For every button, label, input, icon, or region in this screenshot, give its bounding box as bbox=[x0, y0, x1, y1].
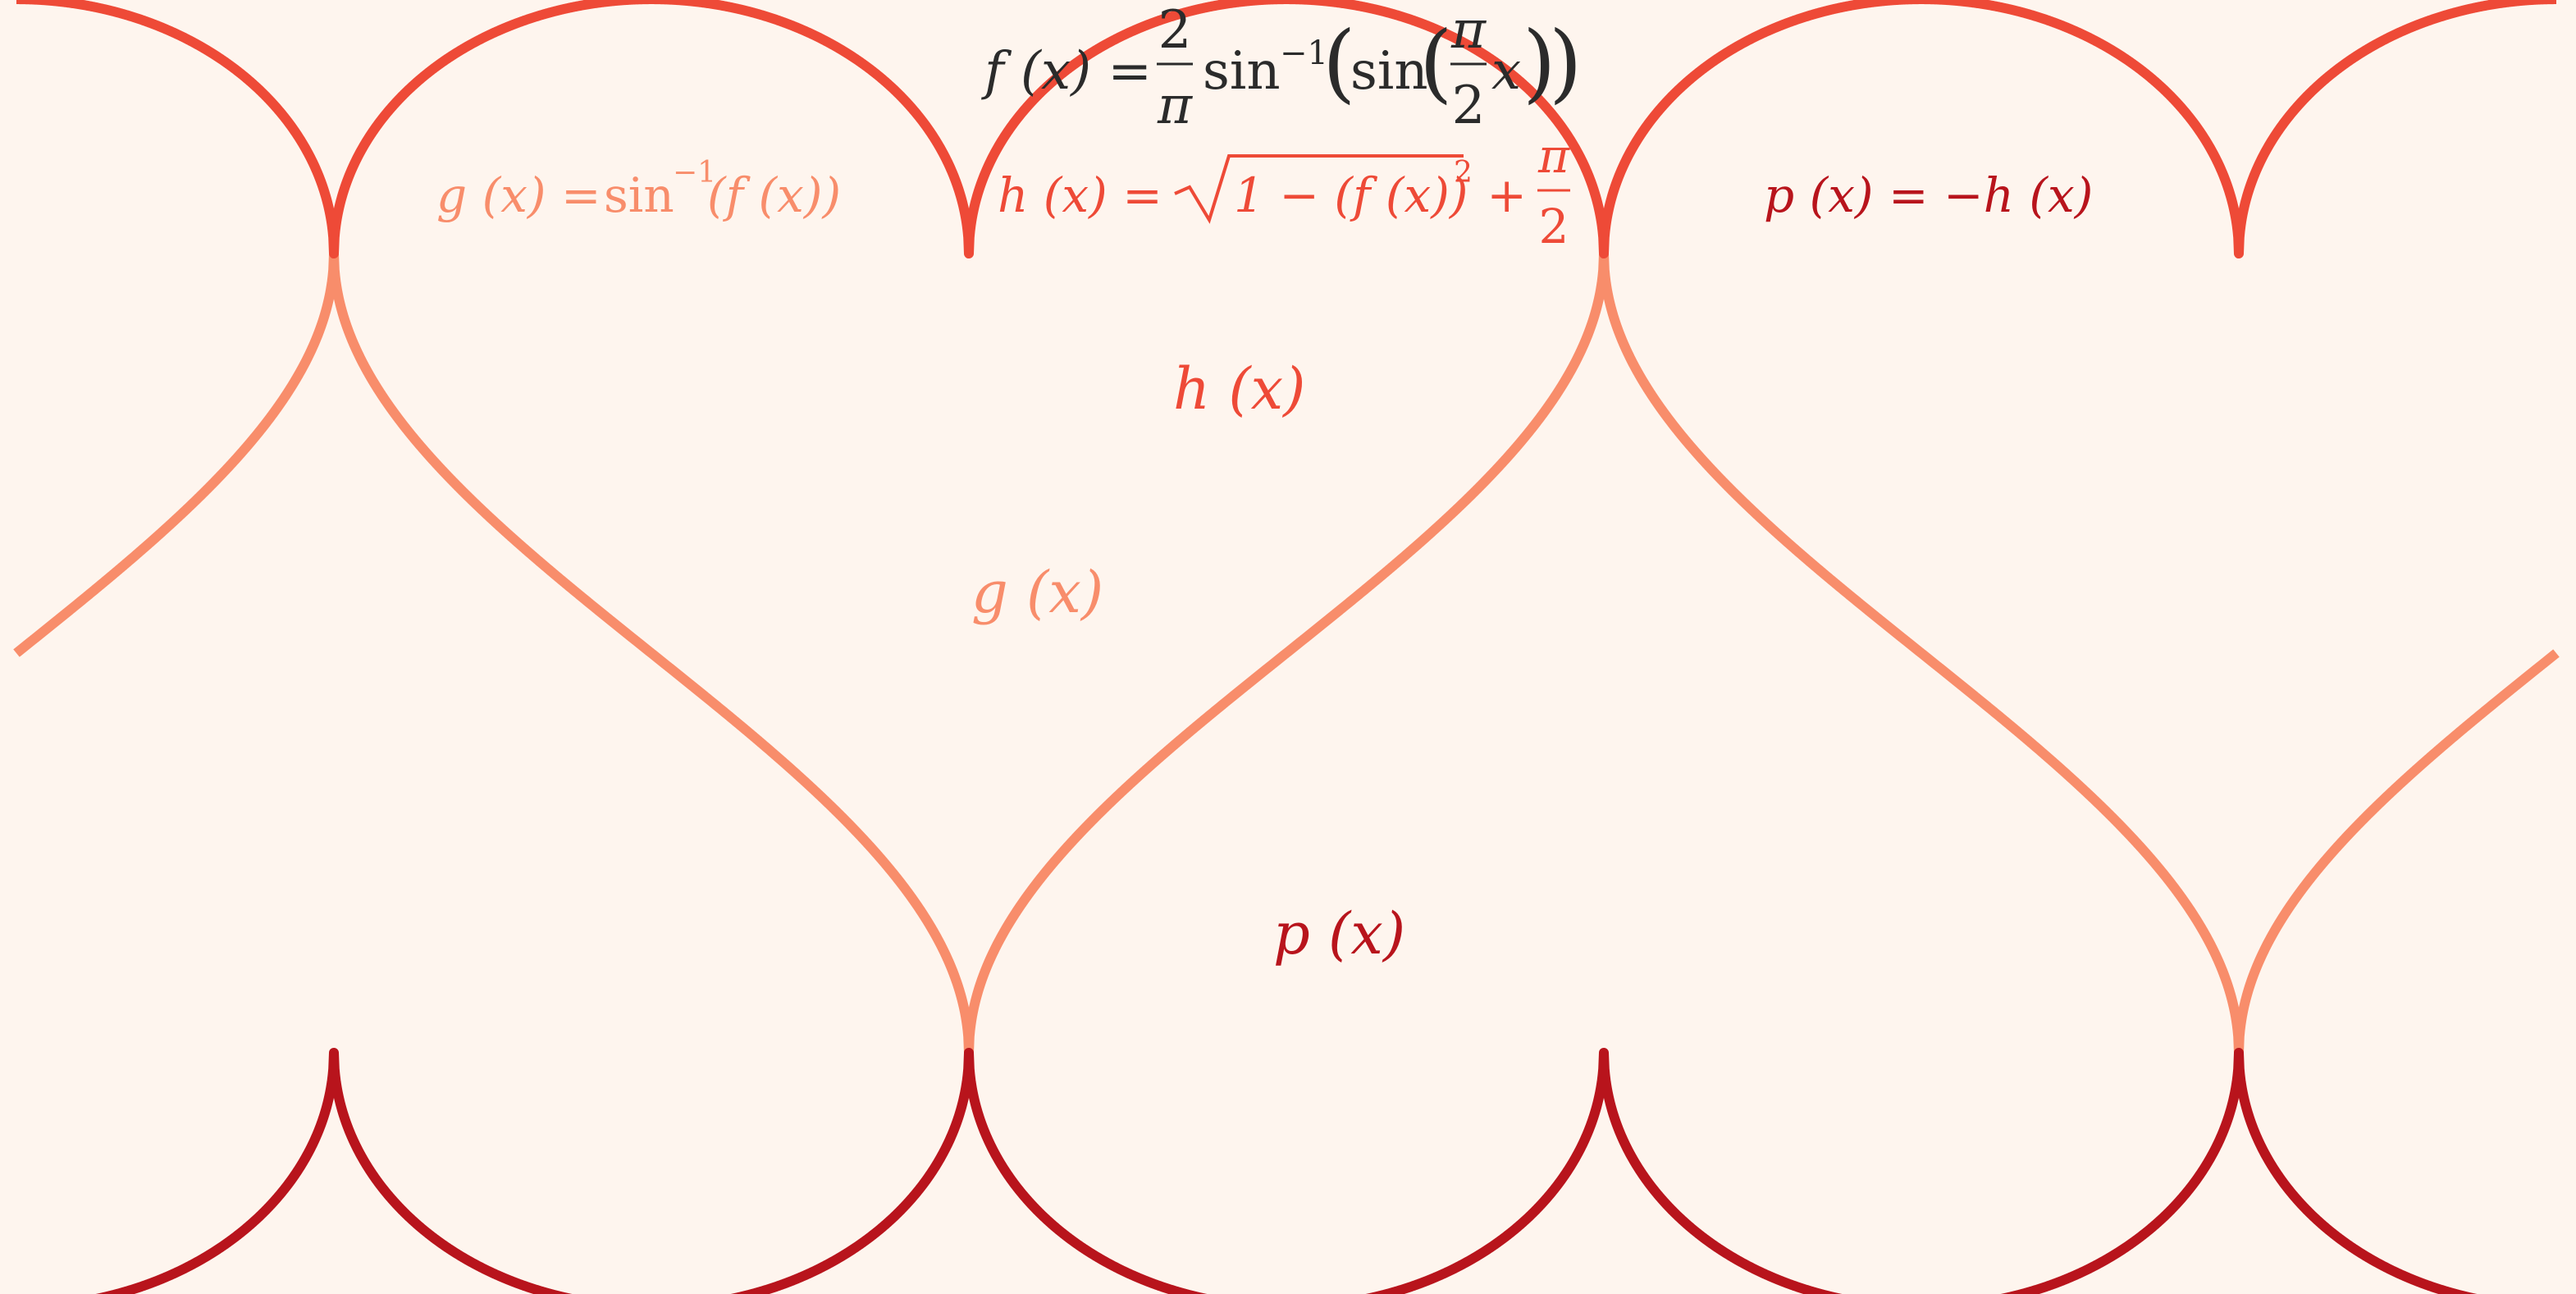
equation-f-coef-num: 2 bbox=[1158, 0, 1192, 61]
curve-label-g: g (x) bbox=[971, 559, 1103, 626]
equation-h-radicand: 1 − (f (x)) bbox=[1234, 167, 1468, 223]
equation-f-frac-den: 2 bbox=[1452, 75, 1486, 136]
curve-g bbox=[11, 249, 2561, 1058]
equation-g: g (x) = sin −1 (f (x)) bbox=[436, 156, 841, 223]
equation-g-asin: sin bbox=[604, 167, 674, 223]
equation-h: h (x) = 1 − (f (x)) 2 + π 2 bbox=[998, 128, 1570, 254]
equation-g-inv: −1 bbox=[673, 156, 716, 190]
curve-label-h: h (x) bbox=[1173, 355, 1305, 423]
equation-p: p (x) = −h (x) bbox=[1764, 167, 2093, 223]
equation-h-plus: + bbox=[1472, 167, 1541, 223]
equation-f-paren-close-inner: ) bbox=[1523, 12, 1556, 112]
equation-f-inner-sin: sin bbox=[1350, 41, 1428, 102]
equation-g-lhs: g (x) = bbox=[436, 167, 601, 223]
equation-f-frac-num: π bbox=[1450, 0, 1487, 61]
equation-h-frac-den: 2 bbox=[1539, 199, 1569, 254]
curve-h bbox=[11, 0, 2561, 259]
equation-h-frac-num: π bbox=[1537, 128, 1570, 184]
equation-g-rest: (f (x)) bbox=[707, 167, 841, 223]
equation-f-paren-open-outer: ( bbox=[1322, 12, 1356, 112]
equation-f-lhs: f (x) = bbox=[981, 41, 1152, 102]
curve-group bbox=[11, 0, 2561, 1294]
curve-p bbox=[95, 1047, 2478, 1294]
equation-f-var: x bbox=[1491, 41, 1521, 102]
curve-label-p: p (x) bbox=[1273, 900, 1405, 967]
equation-f-coef-den: π bbox=[1157, 75, 1193, 136]
equation-h-radical bbox=[1174, 154, 1464, 224]
equation-f-inv: −1 bbox=[1280, 34, 1328, 72]
equation-h-lhs: h (x) = bbox=[998, 167, 1162, 223]
equation-f-paren-open-inner: ( bbox=[1419, 12, 1453, 112]
equation-h-sq: 2 bbox=[1454, 156, 1473, 190]
equation-f-paren-close-outer: ) bbox=[1549, 12, 1583, 112]
equation-f: f (x) = 2 π sin −1 ( sin ( π 2 x ) ) bbox=[981, 0, 1583, 136]
equation-f-asin: sin bbox=[1203, 41, 1281, 102]
